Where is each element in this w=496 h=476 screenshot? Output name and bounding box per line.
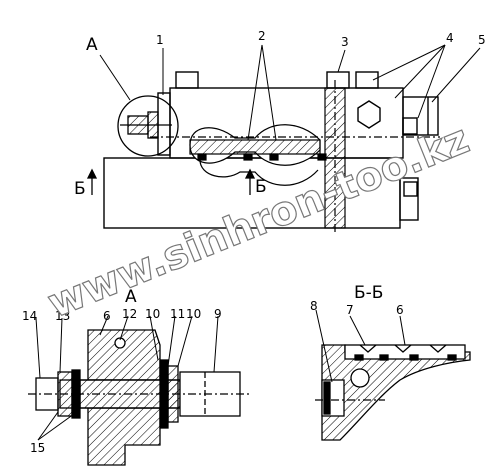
callout-6-section: 6 [396, 303, 404, 317]
hex-nut [357, 100, 381, 129]
section-bb-title: Б-Б [354, 283, 383, 303]
fork-rod-section [150, 80, 440, 235]
section-mark-right: Б [255, 177, 267, 197]
callout-13: 13 [55, 309, 70, 323]
section-mark-left: Б [74, 179, 86, 199]
callout-12: 12 [122, 307, 137, 321]
callout-1: 1 [156, 33, 164, 47]
section-bb-leaders [315, 309, 406, 383]
callout-14: 14 [22, 309, 37, 323]
bolt-head-3 [326, 71, 350, 89]
bolt-head-left [175, 71, 199, 89]
end-cap [402, 96, 439, 136]
detail-a-callout-circle [117, 95, 179, 157]
callout-3: 3 [341, 35, 349, 49]
detail-a-leaders [35, 315, 219, 441]
bolt-head-4 [355, 71, 379, 89]
section-arrows [86, 168, 256, 195]
detail-a-assembly [28, 329, 250, 466]
section-bb-assembly [315, 344, 471, 441]
view-label-a: А [86, 35, 98, 55]
callout-9: 9 [214, 307, 222, 321]
callout-2: 2 [258, 29, 266, 43]
callout-7: 7 [346, 303, 354, 317]
flange-plate [157, 92, 171, 156]
callout-5: 5 [478, 33, 486, 47]
callout-6-detail: 6 [103, 309, 111, 323]
callout-11: 11 [170, 307, 185, 321]
main-leaders [99, 44, 481, 141]
callout-15: 15 [30, 441, 45, 455]
detail-a-title: А [125, 287, 137, 307]
callout-8: 8 [310, 299, 318, 313]
callout-10-a: 10 [145, 307, 160, 321]
callout-4: 4 [446, 31, 454, 45]
callout-10-b: 10 [186, 307, 201, 321]
